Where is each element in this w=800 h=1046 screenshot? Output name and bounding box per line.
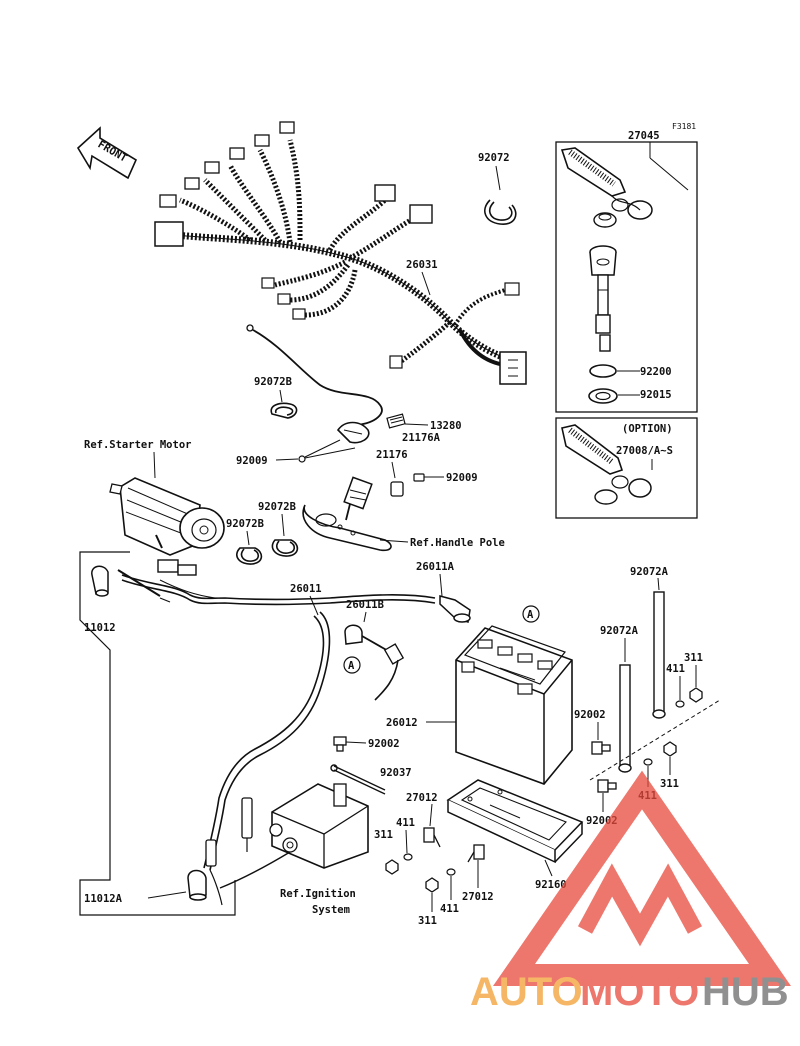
- label-92072B-b: 92072B: [226, 518, 264, 530]
- label-92037: 92037: [380, 767, 412, 779]
- label-92072A-a: 92072A: [630, 566, 669, 578]
- sensor-cable: [246, 324, 383, 444]
- nut-311-d: [663, 741, 677, 757]
- label-92009-a: 92009: [236, 455, 268, 467]
- label-92002-a: 92002: [368, 738, 400, 750]
- starter-motor: [109, 477, 225, 556]
- battery-26012: [455, 625, 573, 785]
- option-box-label: (OPTION): [622, 423, 673, 435]
- band-92037: [330, 764, 386, 795]
- cable-connector-vertical: [205, 797, 253, 867]
- watermark-auto: AUTO: [470, 970, 583, 1014]
- label-411-c: 411: [440, 903, 459, 915]
- cable-run-lower: [203, 611, 331, 906]
- option-key: [561, 424, 652, 505]
- figure-code: F3181: [672, 122, 696, 131]
- strap-92072A-a: [652, 591, 666, 719]
- nut-311-a: [689, 687, 703, 703]
- label-411-b: 411: [396, 817, 415, 829]
- label-92072A-b: 92072A: [600, 625, 639, 637]
- label-27008: 27008/A~S: [616, 445, 673, 457]
- label-311-b: 311: [374, 829, 393, 841]
- label-26012: 26012: [386, 717, 418, 729]
- label-26011: 26011: [290, 583, 322, 595]
- ref-handle-pole: Ref.Handle Pole: [410, 537, 505, 549]
- bracket-27012-b: [467, 844, 485, 863]
- watermark-hub: HUB: [702, 970, 789, 1014]
- strap-92072A-b: [618, 664, 632, 773]
- label-21176: 21176: [376, 449, 408, 461]
- marker-a-2: A: [522, 605, 540, 623]
- label-92009-b: 92009: [446, 472, 478, 484]
- label-92002-b: 92002: [574, 709, 606, 721]
- label-26011A: 26011A: [416, 561, 455, 573]
- ignition-switch-body: [589, 245, 617, 352]
- washer-411-c: [446, 868, 456, 876]
- pad-13280: [386, 413, 406, 429]
- label-92160: 92160: [535, 879, 567, 891]
- label-27045: 27045: [628, 130, 660, 142]
- nut-92015: [588, 388, 618, 404]
- ignition-unit: [219, 783, 369, 889]
- clamp-92072B-b: [236, 547, 263, 565]
- label-11012A: 11012A: [84, 893, 123, 905]
- ref-starter-motor: Ref.Starter Motor: [84, 439, 191, 451]
- label-92015: 92015: [640, 389, 672, 401]
- label-26031: 26031: [406, 259, 438, 271]
- wiring-harness: [154, 121, 527, 385]
- label-92072B-a: 92072B: [254, 376, 292, 388]
- ref-ignition-line1: Ref.Ignition: [280, 888, 356, 900]
- label-26011B: 26011B: [346, 599, 384, 611]
- clamp-92072B-c: [271, 539, 299, 557]
- washer-411-a: [675, 700, 685, 708]
- ignition-switch-box: [555, 141, 698, 413]
- option-box: [555, 417, 698, 519]
- label-311-c: 311: [418, 915, 437, 927]
- cable-end-26011A: [439, 595, 471, 623]
- bolt-92002-b: [591, 741, 611, 755]
- label-92200: 92200: [640, 366, 672, 378]
- ref-ignition-line2: System: [312, 904, 350, 916]
- front-arrow-icon: FRONT: [76, 126, 138, 180]
- label-27012-b: 27012: [462, 891, 494, 903]
- label-13280: 13280: [430, 420, 462, 432]
- bolt-92009-a: [298, 455, 306, 463]
- bolt-92009-b: [413, 473, 425, 482]
- bolt-92002-a: [333, 736, 347, 752]
- svg-text:A: A: [348, 660, 355, 672]
- connector-21176: [390, 481, 404, 497]
- bolt-92002-c: [597, 779, 617, 793]
- watermark-logo: AUTO MOTO HUB: [470, 770, 791, 1014]
- watermark-triangle-icon: [493, 770, 791, 986]
- marker-a-1: A: [343, 656, 361, 674]
- nut-311-b: [385, 859, 399, 875]
- label-92072: 92072: [478, 152, 510, 164]
- cable-frame-left: [79, 551, 236, 916]
- label-311-d: 311: [660, 778, 679, 790]
- label-311-a: 311: [684, 652, 703, 664]
- label-11012: 11012: [84, 622, 116, 634]
- label-27012-a: 27012: [406, 792, 438, 804]
- ignition-key: [560, 147, 653, 228]
- bracket-27012-a: [423, 827, 441, 848]
- label-21176A: 21176A: [402, 432, 441, 444]
- starter-cable-26011: [117, 559, 436, 606]
- label-92072B-c: 92072B: [258, 501, 296, 513]
- terminal-cap-11012: [91, 565, 109, 597]
- cable-26011B: [344, 624, 405, 701]
- clamp-92072: [484, 199, 517, 225]
- nut-311-c: [425, 877, 439, 893]
- washer-411-d: [643, 758, 653, 766]
- clamp-92072B-a: [270, 402, 298, 419]
- terminal-cap-11012A: [187, 869, 207, 901]
- handle-pole-bracket: [302, 476, 392, 552]
- washer-411-b: [403, 853, 413, 861]
- battery-tray-92160: [446, 779, 584, 864]
- label-411-a: 411: [666, 663, 685, 675]
- svg-text:A: A: [527, 609, 534, 621]
- watermark-moto: MOTO: [580, 970, 699, 1014]
- oring-92200: [589, 364, 617, 378]
